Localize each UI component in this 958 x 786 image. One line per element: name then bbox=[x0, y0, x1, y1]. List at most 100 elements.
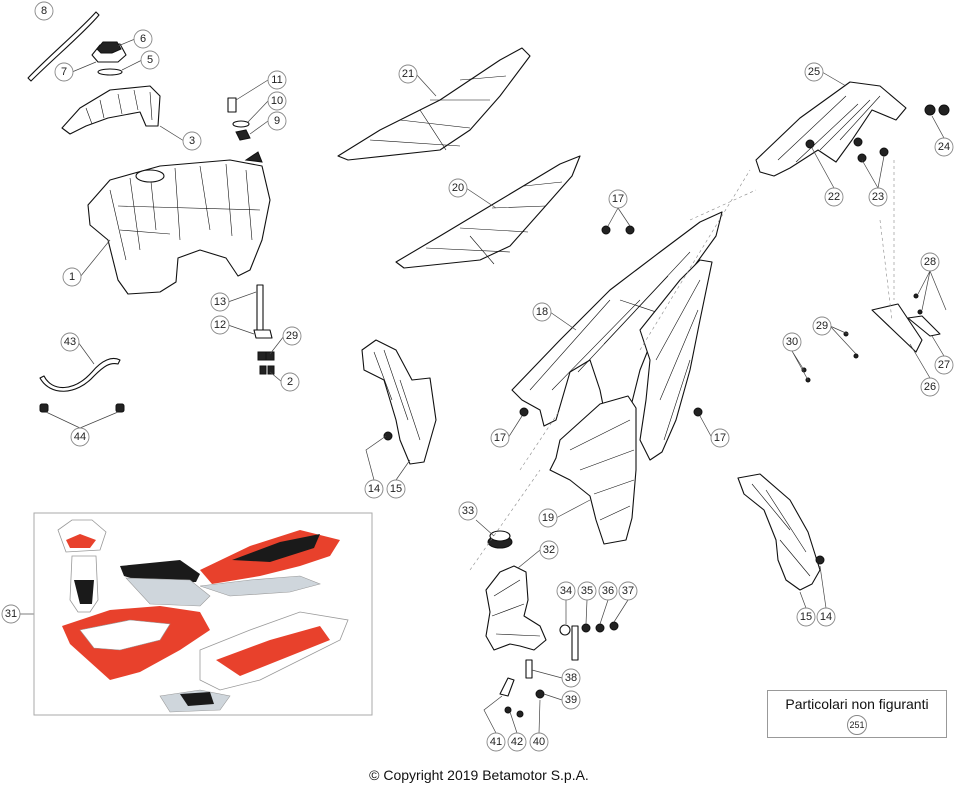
callout-27: 27 bbox=[931, 335, 954, 375]
svg-text:6: 6 bbox=[140, 33, 146, 45]
non-illustrated-parts-code: 251 bbox=[847, 715, 867, 735]
seat-lower bbox=[395, 155, 581, 269]
svg-text:40: 40 bbox=[533, 736, 545, 748]
svg-text:34: 34 bbox=[560, 585, 572, 597]
svg-text:14: 14 bbox=[368, 483, 380, 495]
rear-mudguard-support bbox=[755, 81, 907, 177]
svg-text:29: 29 bbox=[286, 330, 298, 342]
svg-text:20: 20 bbox=[452, 182, 464, 194]
callout-22: 22 bbox=[811, 147, 844, 207]
callout-3: 3 bbox=[159, 125, 202, 151]
svg-text:43: 43 bbox=[64, 336, 76, 348]
callout-17-right: 17 bbox=[699, 415, 730, 448]
callout-39: 39 bbox=[543, 690, 581, 710]
connection-lines bbox=[469, 160, 895, 571]
right-side-panel bbox=[639, 259, 713, 461]
svg-text:19: 19 bbox=[542, 512, 554, 524]
svg-text:38: 38 bbox=[565, 672, 577, 684]
svg-text:41: 41 bbox=[490, 736, 502, 748]
callout-35: 35 bbox=[577, 581, 597, 625]
svg-text:7: 7 bbox=[61, 66, 67, 78]
callout-7: 7 bbox=[54, 61, 97, 82]
svg-text:25: 25 bbox=[808, 66, 820, 78]
callout-17-left: 17 bbox=[490, 415, 523, 448]
fork-guard-left bbox=[361, 339, 437, 465]
callout-10: 10 bbox=[247, 91, 287, 123]
svg-text:5: 5 bbox=[147, 54, 153, 66]
reservoir-fittings bbox=[499, 621, 619, 718]
copyright-notice: © Copyright 2019 Betamotor S.p.A. bbox=[369, 767, 589, 783]
svg-text:30: 30 bbox=[786, 336, 798, 348]
svg-text:37: 37 bbox=[622, 585, 634, 597]
svg-text:35: 35 bbox=[581, 585, 593, 597]
svg-text:15: 15 bbox=[800, 611, 812, 623]
callout-19: 19 bbox=[538, 499, 591, 528]
number-plate bbox=[801, 293, 941, 383]
callout-41: 41 bbox=[483, 695, 506, 752]
tank-cover-bracket bbox=[61, 85, 161, 135]
callout-1: 1 bbox=[62, 239, 111, 287]
airbox-cover bbox=[549, 395, 637, 545]
left-side-panel bbox=[511, 211, 723, 427]
svg-text:29: 29 bbox=[816, 320, 828, 332]
decal-kit-box bbox=[33, 512, 373, 716]
svg-text:24: 24 bbox=[938, 141, 950, 153]
callout-36: 36 bbox=[598, 581, 618, 625]
callout-5: 5 bbox=[121, 50, 160, 71]
callout-34: 34 bbox=[556, 581, 576, 624]
panel-screws bbox=[519, 225, 703, 417]
callout-9: 9 bbox=[249, 111, 287, 135]
reservoir-cap bbox=[487, 530, 513, 549]
callout-8: 8 bbox=[34, 1, 54, 21]
svg-text:9: 9 bbox=[274, 115, 280, 127]
fork-guard-right bbox=[737, 473, 825, 591]
svg-text:26: 26 bbox=[924, 381, 936, 393]
oil-reservoir bbox=[485, 565, 547, 651]
callout-43: 43 bbox=[60, 332, 95, 365]
svg-text:39: 39 bbox=[565, 694, 577, 706]
svg-text:36: 36 bbox=[602, 585, 614, 597]
fuel-tank bbox=[87, 151, 271, 295]
callout-25: 25 bbox=[804, 62, 847, 87]
callout-33: 33 bbox=[458, 501, 495, 537]
callout-2: 2 bbox=[269, 371, 300, 392]
fuel-breather-hose bbox=[27, 11, 100, 82]
non-illustrated-parts-box: Particolari non figuranti 251 bbox=[767, 690, 947, 738]
svg-text:1: 1 bbox=[69, 271, 75, 283]
svg-text:11: 11 bbox=[271, 74, 282, 86]
callout-21: 21 bbox=[398, 64, 437, 97]
svg-text:44: 44 bbox=[74, 431, 86, 443]
fuel-hose bbox=[39, 357, 125, 413]
callout-26: 26 bbox=[909, 343, 940, 397]
svg-text:2: 2 bbox=[287, 376, 293, 388]
svg-text:21: 21 bbox=[402, 68, 414, 80]
callout-42: 42 bbox=[507, 711, 527, 752]
svg-text:17: 17 bbox=[612, 193, 624, 205]
callout-20: 20 bbox=[448, 178, 497, 209]
svg-text:13: 13 bbox=[214, 296, 226, 308]
non-illustrated-parts-title: Particolari non figuranti bbox=[785, 696, 929, 712]
callout-29-left: 29 bbox=[269, 326, 302, 355]
callout-12: 12 bbox=[210, 315, 255, 335]
svg-text:17: 17 bbox=[494, 432, 506, 444]
callout-32: 32 bbox=[517, 540, 559, 569]
svg-text:17: 17 bbox=[714, 432, 726, 444]
svg-text:12: 12 bbox=[214, 319, 226, 331]
callout-14-left: 14 bbox=[364, 435, 387, 499]
callout-11: 11 bbox=[235, 70, 287, 101]
callout-30: 30 bbox=[782, 332, 809, 381]
seat-upper bbox=[337, 47, 531, 161]
callout-17-top: 17 bbox=[607, 189, 631, 227]
fuel-tap bbox=[253, 284, 275, 375]
tank-bolts bbox=[227, 97, 251, 141]
callout-29-right: 29 bbox=[812, 316, 857, 355]
svg-text:15: 15 bbox=[390, 483, 402, 495]
svg-text:14: 14 bbox=[820, 611, 832, 623]
callout-15-left: 15 bbox=[386, 459, 411, 499]
svg-text:42: 42 bbox=[511, 736, 523, 748]
svg-text:32: 32 bbox=[543, 544, 555, 556]
callout-13: 13 bbox=[210, 291, 257, 312]
svg-text:31: 31 bbox=[5, 608, 17, 620]
callout-38: 38 bbox=[531, 668, 581, 688]
